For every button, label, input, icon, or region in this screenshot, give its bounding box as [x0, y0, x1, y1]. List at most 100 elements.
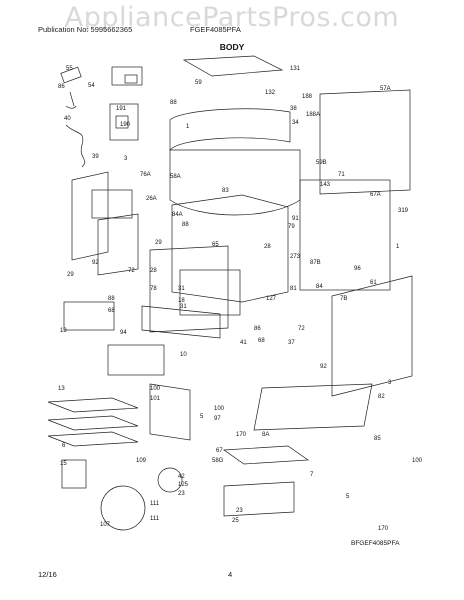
- callout: 96: [354, 266, 361, 272]
- page-number: 4: [228, 570, 233, 579]
- callout: 15: [60, 461, 67, 467]
- callout: 143: [320, 182, 331, 188]
- callout: 3: [124, 156, 128, 162]
- footer-date: 12/16: [38, 570, 57, 579]
- callout: 31: [180, 304, 187, 310]
- publication-number: Publication No: 5995662365: [38, 25, 133, 34]
- callout: 190: [120, 122, 131, 128]
- part-clip: [111, 66, 143, 86]
- callout: 86: [254, 326, 261, 332]
- callout: 88: [108, 296, 115, 302]
- callout: 76A: [140, 172, 151, 178]
- part-bracket: [60, 66, 82, 84]
- callout: 111: [150, 516, 160, 522]
- callout: 97: [214, 416, 221, 422]
- callout: 82: [378, 394, 385, 400]
- part-vent: [91, 189, 133, 219]
- callout: 54: [88, 83, 95, 89]
- callout: 78: [150, 286, 157, 292]
- callout: 57A: [380, 86, 391, 92]
- part-side-rack: [149, 383, 191, 441]
- callout: 92: [92, 260, 99, 266]
- callout: 88: [170, 100, 177, 106]
- callout: 39: [92, 154, 99, 160]
- part-switch: [115, 115, 129, 129]
- callout: 125: [178, 482, 189, 488]
- part-drawer-base: [253, 383, 373, 431]
- callout: 91: [292, 216, 299, 222]
- callout: 10: [180, 352, 187, 358]
- part-control-box: [61, 459, 87, 489]
- callout: 109: [136, 458, 147, 464]
- callout: 41: [240, 340, 247, 346]
- part-clip-2: [124, 74, 138, 84]
- callout: 94: [120, 330, 127, 336]
- callout: 88: [182, 222, 189, 228]
- part-insulation: [97, 213, 139, 276]
- callout: 188: [302, 94, 313, 100]
- part-wire-harness: [65, 124, 86, 168]
- callout: 191: [116, 106, 127, 112]
- part-front-frame: [149, 245, 229, 333]
- callout: 68: [108, 308, 115, 314]
- callout: 6: [62, 443, 66, 449]
- part-back-panel: [319, 89, 411, 195]
- callout: 37: [288, 340, 295, 346]
- part-kick-plate: [141, 305, 221, 339]
- callout: 42: [178, 474, 185, 480]
- part-cavity-window: [179, 269, 241, 316]
- callout: 67A: [370, 192, 381, 198]
- callout: 34: [292, 120, 299, 126]
- callout: 87B: [310, 260, 321, 266]
- callout: 67: [216, 448, 223, 454]
- callout: 23: [236, 508, 243, 514]
- callout: 23: [178, 491, 185, 497]
- callout: 100: [214, 406, 225, 412]
- part-rack-1: [47, 397, 139, 413]
- part-door: [331, 275, 413, 397]
- part-rack-2: [47, 415, 139, 431]
- callout: 72: [128, 268, 135, 274]
- callout: 101: [150, 396, 161, 402]
- callout: 131: [290, 66, 301, 72]
- callout: 1: [186, 124, 190, 130]
- callout: 25: [232, 518, 239, 524]
- callout: 58A: [170, 174, 181, 180]
- watermark: AppliancePartsPros.com: [64, 2, 400, 33]
- callout: 59: [195, 80, 202, 86]
- part-broil-pan: [107, 344, 165, 376]
- callout: 7: [310, 472, 314, 478]
- callout: 170: [378, 526, 389, 532]
- callout: 5: [346, 494, 350, 500]
- callout: 127: [266, 296, 277, 302]
- callout: 273: [290, 254, 301, 260]
- callout: 13: [60, 328, 67, 334]
- part-duct: [169, 108, 291, 151]
- callout: 83: [222, 188, 229, 194]
- callout: 100: [412, 458, 423, 464]
- callout: 55: [66, 66, 73, 72]
- callout: 40: [64, 116, 71, 122]
- callout: 8A: [262, 432, 269, 438]
- callout: 31: [178, 286, 185, 292]
- part-fan-blade: [157, 467, 183, 493]
- diagram-code: BFGEF4085PFA: [351, 540, 400, 547]
- callout: 29: [155, 240, 162, 246]
- callout: 61: [370, 280, 377, 286]
- callout: 68: [258, 338, 265, 344]
- part-side-panel: [71, 171, 109, 261]
- part-bake-element: [222, 445, 310, 465]
- part-element: [63, 301, 115, 331]
- callout: 28: [264, 244, 271, 250]
- callout: 100: [150, 386, 161, 392]
- callout: 132: [265, 90, 276, 96]
- callout: 107: [100, 522, 111, 528]
- part-fan-housing: [100, 485, 146, 531]
- callout: 26A: [146, 196, 157, 202]
- callout: 81: [290, 286, 297, 292]
- callout: 3: [388, 380, 392, 386]
- callout: 1: [396, 244, 400, 250]
- callout: 84A: [172, 212, 183, 218]
- model-number: FGEF4085PFA: [190, 25, 241, 34]
